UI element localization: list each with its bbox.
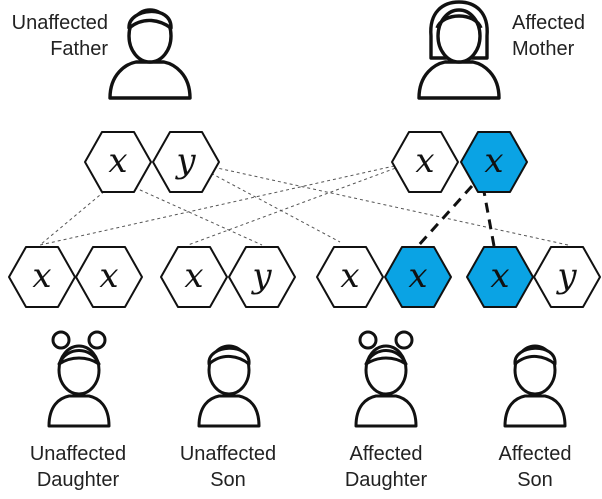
inheritance-line-dotted <box>39 179 119 246</box>
child-3-chromosome-1: x <box>316 246 384 308</box>
child-figure-unaffected-daughter <box>47 330 111 428</box>
body-shape <box>354 394 418 428</box>
chromosome-glyph: y <box>250 256 272 296</box>
hexagon-shape <box>316 246 384 308</box>
fringe-shape <box>435 14 483 29</box>
body-shape <box>197 394 261 428</box>
chromosome-glyph: x <box>32 256 51 296</box>
child-label-line1: Unaffected <box>179 443 277 465</box>
inheritance-line-affected <box>481 185 496 247</box>
hexagon-shape <box>75 246 143 308</box>
hexagon-shape <box>228 246 296 308</box>
chromosome-glyph: x <box>184 256 203 296</box>
mother-figure <box>417 0 501 100</box>
mother-label-line2: Mother <box>512 38 575 60</box>
chromosome-hexagons: x y x x x x x y x x x y <box>8 131 601 308</box>
child-1-chromosome-2: x <box>75 246 143 308</box>
child-label-unaffected-son: Unaffected Son <box>158 441 298 493</box>
child-1-chromosome-1: x <box>8 246 76 308</box>
connector-lines <box>39 161 569 248</box>
chromosome-glyph: x <box>490 256 509 296</box>
inheritance-line-dotted <box>189 161 341 243</box>
mother-label-line1: Affected <box>512 12 586 34</box>
hexagon-shape <box>84 131 152 193</box>
inheritance-line-dotted <box>187 161 413 246</box>
child-4-chromosome-2: y <box>533 246 601 308</box>
child-label-line1: Unaffected <box>29 443 127 465</box>
child-label-line1: Affected <box>349 443 423 465</box>
hexagon-shape <box>160 246 228 308</box>
body-shape <box>108 60 192 100</box>
hair-shape <box>207 346 251 366</box>
inheritance-line-affected <box>416 184 474 248</box>
chromosome-glyph: y <box>555 256 577 296</box>
mother-label: Affected Mother <box>512 10 602 62</box>
chromosome-glyph: x <box>99 256 118 296</box>
chromosome-glyph: x <box>484 141 503 181</box>
child-3-chromosome-2: x <box>384 246 452 308</box>
hexagon-shape <box>391 131 459 193</box>
child-2-chromosome-2: y <box>228 246 296 308</box>
hexagon-shape <box>152 131 220 193</box>
pigtail-left <box>51 330 71 350</box>
pigtail-left <box>358 330 378 350</box>
hair-shape <box>513 346 557 366</box>
child-label-line2: Daughter <box>36 469 120 491</box>
body-shape <box>503 394 567 428</box>
pigtail-right <box>394 330 414 350</box>
child-label-line1: Affected <box>498 443 572 465</box>
hexagon-shape <box>384 246 452 308</box>
person-figures <box>47 0 567 428</box>
hair-shape <box>127 9 173 30</box>
father-label-line1: Unaffected <box>11 12 108 34</box>
child-figure-affected-son <box>503 344 567 428</box>
mother-chromosome-x-affected: x <box>460 131 528 193</box>
body-shape <box>417 60 501 100</box>
child-label-line2: Son <box>517 469 553 491</box>
child-label-affected-son: Affected Son <box>465 441 602 493</box>
chromosome-glyph: y <box>174 141 196 181</box>
child-figure-unaffected-son <box>197 344 261 428</box>
father-chromosome-y: y <box>152 131 220 193</box>
pigtail-right <box>87 330 107 350</box>
inheritance-line-dotted <box>117 179 263 246</box>
child-label-affected-daughter: Affected Daughter <box>316 441 456 493</box>
inheritance-line-dotted <box>189 161 569 246</box>
child-2-chromosome-1: x <box>160 246 228 308</box>
head-shape <box>436 8 482 64</box>
father-chromosome-x: x <box>84 131 152 193</box>
hexagon-shape <box>533 246 601 308</box>
child-figure-affected-daughter <box>354 330 418 428</box>
child-label-line2: Son <box>210 469 246 491</box>
child-label-unaffected-daughter: Unaffected Daughter <box>8 441 148 493</box>
mother-chromosome-x: x <box>391 131 459 193</box>
body-shape <box>47 394 111 428</box>
child-4-chromosome-1: x <box>466 246 534 308</box>
father-label-line2: Father <box>50 38 108 60</box>
father-label: Unaffected Father <box>0 10 108 62</box>
child-label-line2: Daughter <box>344 469 428 491</box>
hair-shape <box>364 349 408 366</box>
chromosome-glyph: x <box>415 141 434 181</box>
chromosome-glyph: x <box>408 256 427 296</box>
father-figure <box>108 8 192 100</box>
hexagon-shape <box>460 131 528 193</box>
hair-shape <box>57 349 101 366</box>
chromosome-glyph: x <box>340 256 359 296</box>
chromosome-glyph: x <box>108 141 127 181</box>
